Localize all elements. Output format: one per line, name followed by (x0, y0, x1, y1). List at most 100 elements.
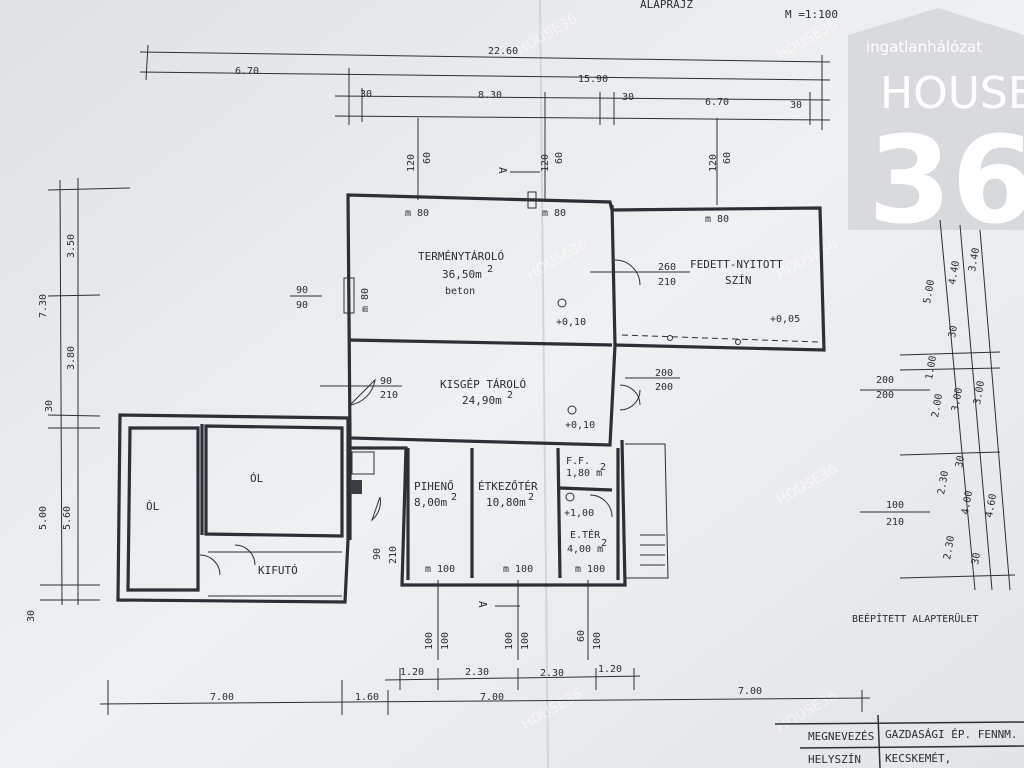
title-block-key: HELYSZÍN (808, 753, 861, 766)
room-area: 8,00m (414, 496, 447, 509)
dim-left: 6.70 (235, 66, 259, 77)
dim-bottom: 1.20 (598, 664, 622, 675)
room-area: 24,90m (462, 394, 502, 407)
height-label: 100 (504, 632, 515, 650)
dim-right: 2.30 (936, 470, 951, 496)
window-height-markers: 120 60 120 60 120 60 (406, 118, 733, 205)
height-label: 60 (576, 630, 587, 642)
window-label: m 80 (405, 208, 429, 219)
window-label: m 80 (542, 208, 566, 219)
room-area: 36,50m (442, 268, 482, 281)
title-block-value: KECSKEMÉT, (885, 752, 951, 765)
section-mark-top: A (496, 167, 509, 174)
logo-brand: HOUSE (880, 68, 1024, 119)
room-ol-right: ÓL (250, 472, 264, 485)
sill-height: 60 (422, 152, 433, 164)
building-walls (116, 193, 826, 604)
right-opening-dim: 200 (876, 375, 894, 386)
room-floor: beton (445, 286, 475, 297)
opening-dim: 200 (655, 368, 673, 379)
dim-left-e: 5.00 (38, 506, 49, 530)
dim-seg: 30 (622, 92, 634, 103)
dim-right: 4.60 (984, 493, 999, 519)
dim-right: 2.30 (942, 535, 957, 561)
dim-seg: 30 (790, 100, 802, 111)
title-block-key: MEGNEVEZÉS (808, 730, 874, 743)
room-level: +0,10 (556, 317, 586, 328)
right-opening-dim: 200 (876, 390, 894, 401)
svg-text:2: 2 (451, 492, 457, 503)
room-name: KISGÉP TÁROLÓ (440, 378, 526, 391)
opening-dim: 200 (655, 382, 673, 393)
bottom-height-markers: 100 100 100 100 60 100 (424, 580, 603, 660)
room-name: ÉTKEZŐTÉR (478, 479, 538, 493)
dim-right: 3.40 (967, 247, 982, 273)
dim-seg: 6.70 (705, 97, 729, 108)
window-height: 120 (708, 154, 719, 172)
dim-right: 30 (954, 455, 967, 469)
dim-bottom: 2.30 (540, 668, 564, 679)
section-mark-bottom: A (476, 601, 489, 608)
room-kisgep-tarolo: KISGÉP TÁROLÓ 24,90m 2 +0,10 (440, 378, 595, 431)
dim-right: 1.00 (924, 355, 939, 381)
opening-dim: 260 (658, 262, 676, 273)
opening-dim: 90 (372, 548, 383, 560)
window-label: m 80 (705, 214, 729, 225)
dim-left-c: 3.80 (66, 346, 77, 370)
built-area-label: BEÉPÍTETT ALAPTERÜLET (852, 612, 978, 625)
plan-scale: M =1:100 (785, 8, 838, 21)
room-eter: +1,00 E.TÉR 4,00 m 2 (564, 492, 607, 555)
dim-right: 15.90 (578, 74, 608, 85)
height-label: 100 (520, 632, 531, 650)
room-area: 10,80m (486, 496, 526, 509)
height-label: 100 (424, 632, 435, 650)
room-ff: F.F. 1,80 m 2 (566, 456, 606, 479)
sill-height: 60 (554, 152, 565, 164)
dim-right: 5.00 (922, 279, 937, 305)
room-name: PIHENŐ (414, 479, 454, 493)
room-piheno: PIHENŐ 8,00m 2 (414, 479, 457, 509)
dim-left-a: 3.50 (66, 234, 77, 258)
dim-bottom: 7.00 (210, 692, 234, 703)
svg-text:2: 2 (528, 492, 534, 503)
dim-bottom: 1.20 (400, 667, 424, 678)
room-name: FEDETT-NYITOTT (690, 258, 783, 271)
window-label: m 100 (503, 564, 533, 575)
dim-bottom: 2.30 (465, 667, 489, 678)
right-opening-dim: 100 (886, 500, 904, 511)
title-block-value: GAZDASÁGI ÉP. FENNM. (885, 728, 1017, 741)
opening-dim: 210 (380, 390, 398, 401)
plan-title: ALAPRAJZ (640, 0, 693, 11)
dim-right: 3.00 (972, 380, 987, 406)
room-area: 4,00 m (567, 544, 603, 555)
height-label: 100 (440, 632, 451, 650)
logo-tagline: ingatlanhálózat (866, 38, 982, 56)
logo-number: 36 (868, 112, 1024, 251)
dim-left-f: 5.60 (62, 506, 73, 530)
opening-dim: 90 (296, 285, 308, 296)
bottom-dimensions: 1.20 2.30 2.30 1.20 7.00 1.60 7.00 7.00 (99, 664, 871, 715)
room-name-line2: SZÍN (725, 274, 752, 287)
room-termenytarolo: TERMÉNYTÁROLÓ 36,50m 2 beton +0,10 (418, 250, 586, 328)
room-fedett-szin: FEDETT-NYITOTT SZÍN +0,05 (690, 258, 800, 325)
dim-right: 30 (947, 325, 960, 339)
right-opening-dim: 210 (886, 517, 904, 528)
room-level: +0,10 (565, 420, 595, 431)
top-dimensions: 22.60 6.70 15.90 30 8.30 30 6.70 30 (139, 44, 831, 130)
dim-right: 4.00 (960, 490, 975, 516)
house36-logo: ingatlanhálózat HOUSE 36 (848, 8, 1024, 251)
opening-dim: 210 (388, 546, 399, 564)
opening-dim: 90 (380, 376, 392, 387)
dim-right: 2.00 (930, 393, 945, 419)
left-dimensions: 3.50 7.30 3.80 30 5.00 5.60 30 (26, 178, 131, 622)
room-etkezoter: ÉTKEZŐTÉR 10,80m 2 (478, 479, 538, 509)
svg-text:2: 2 (600, 462, 606, 473)
dim-right: 3.00 (950, 387, 965, 413)
dim-bottom: 1.60 (355, 692, 379, 703)
window-height: 120 (406, 154, 417, 172)
window-height: 120 (540, 154, 551, 172)
svg-text:2: 2 (487, 264, 493, 275)
right-dimensions: 200 200 100 210 5.00 4.40 3.40 30 1.00 2… (860, 219, 1016, 591)
window-label: m 80 (360, 288, 371, 312)
room-name: F.F. (566, 456, 590, 467)
